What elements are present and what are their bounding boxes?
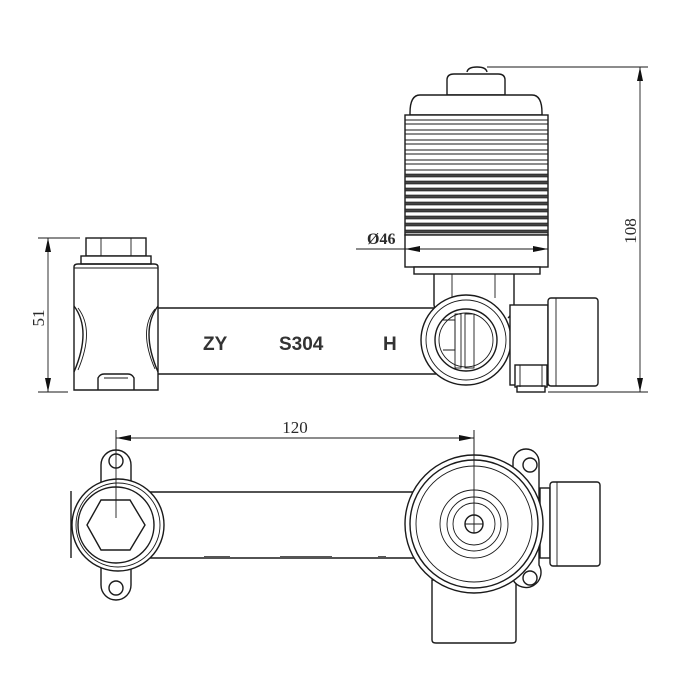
dimension-diameter-46: Ø46	[356, 231, 548, 252]
right-valve-top	[404, 430, 601, 644]
left-mount	[70, 430, 165, 601]
dim-120-label: 120	[282, 418, 308, 437]
main-pipe: ZY S304 H	[158, 307, 436, 375]
ribs	[404, 119, 549, 234]
marking-brand: ZY	[203, 334, 228, 355]
dim-46-label: Ø46	[367, 231, 395, 248]
dimension-51: 51	[29, 237, 80, 393]
dimension-108: 108	[487, 66, 648, 393]
left-fitting	[73, 237, 159, 391]
front-view: 51 ZY S304 H	[29, 66, 648, 393]
dim-108-label: 108	[621, 218, 640, 244]
dim-51-label: 51	[29, 310, 48, 327]
valve-body	[420, 274, 599, 393]
top-view: 120	[70, 418, 601, 644]
cartridge-head	[404, 66, 549, 275]
marking-material: S304	[279, 334, 324, 355]
marking-hot: H	[383, 334, 397, 355]
pipe-markings	[204, 556, 386, 559]
